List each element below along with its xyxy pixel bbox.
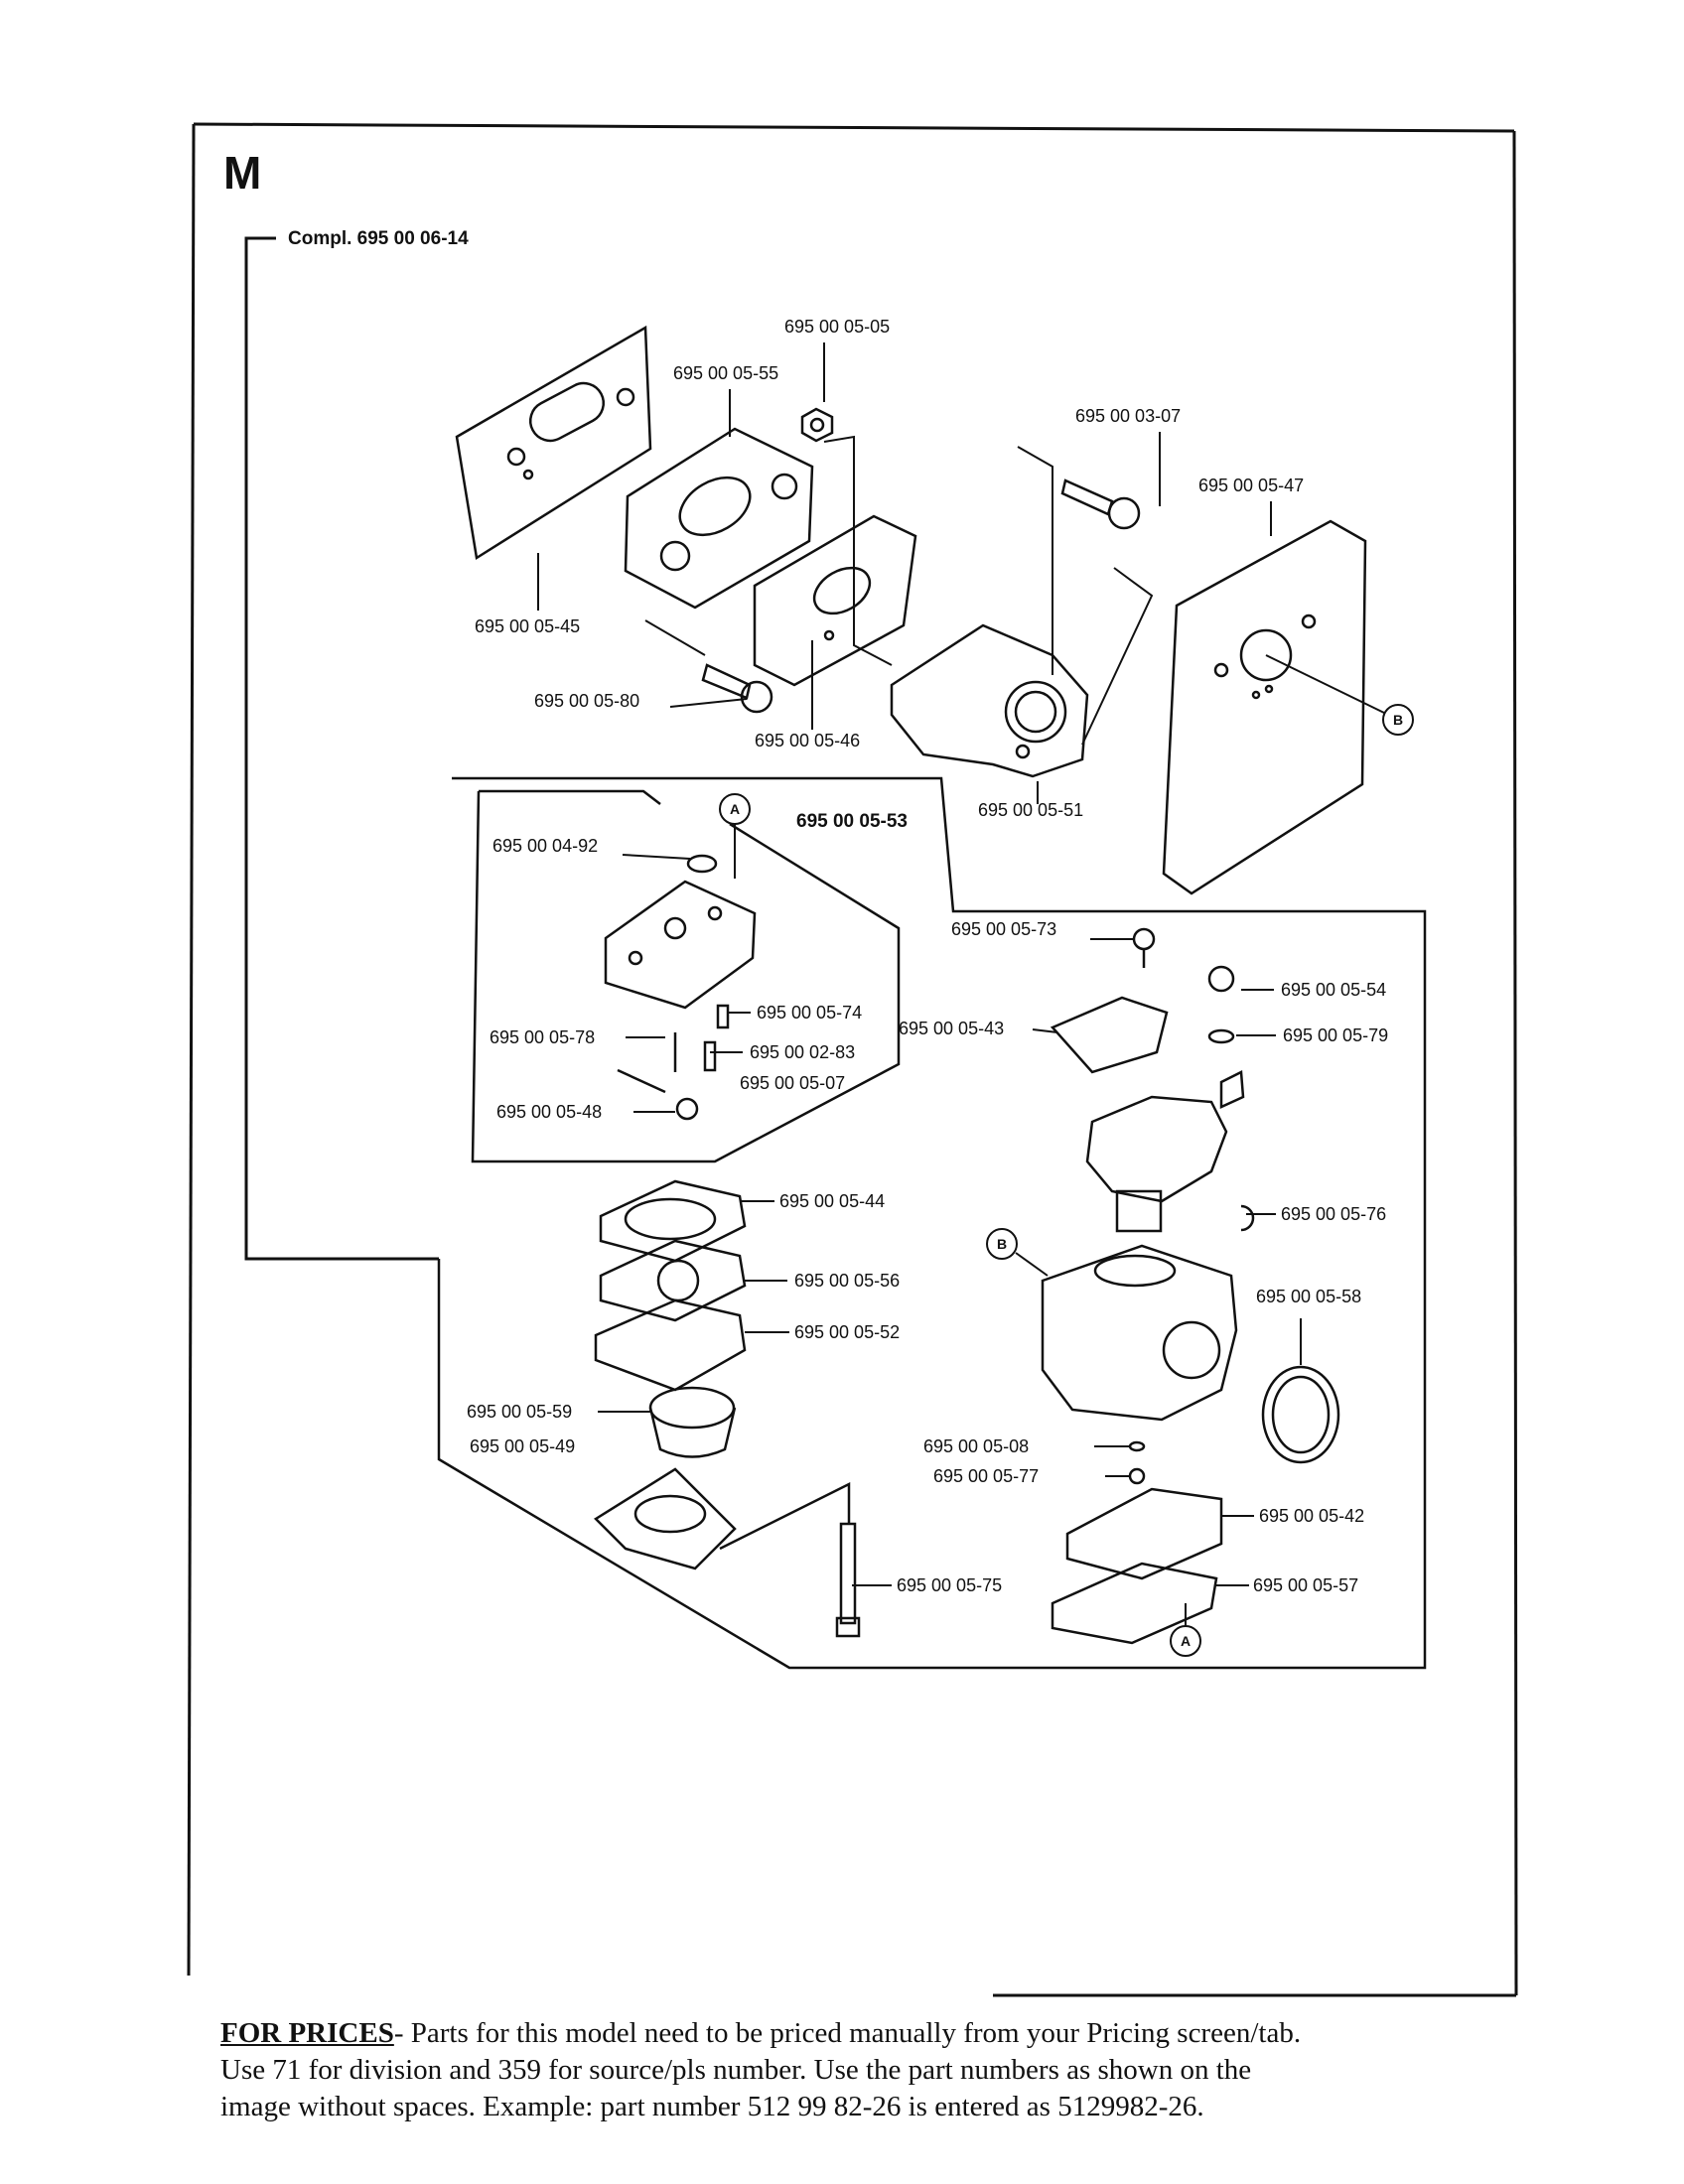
gasket-shape (455, 325, 652, 561)
part-label: 695 00 05-52 (794, 1322, 900, 1342)
carb-frame (437, 776, 1427, 1670)
part-label: 695 00 04-92 (492, 836, 598, 856)
screw-shape (1060, 478, 1141, 530)
kit-label: 695 00 05-53 (796, 811, 908, 832)
screw-shape (701, 663, 773, 714)
pricing-note: FOR PRICES- Parts for this model need to… (220, 2015, 1511, 2125)
part-label: 695 00 05-77 (933, 1466, 1039, 1486)
part-label: 695 00 05-75 (897, 1575, 1002, 1595)
pricing-note-line-1: FOR PRICES- Parts for this model need to… (220, 2017, 1302, 2049)
part-labels: 695 00 05-05 695 00 05-55 695 00 03-07 6… (467, 317, 1388, 1595)
part-label: 695 00 05-43 (899, 1019, 1004, 1038)
part-label: 695 00 05-73 (951, 919, 1056, 939)
page-frame (187, 122, 1518, 1997)
throttle-body-shape (1050, 927, 1255, 1233)
part-label: 695 00 05-58 (1256, 1287, 1361, 1306)
part-label: 695 00 02-83 (750, 1042, 855, 1062)
part-label: 695 00 05-80 (534, 691, 639, 711)
svg-text:B: B (1393, 712, 1403, 728)
section-letter: M (223, 147, 261, 199)
part-label: 695 00 05-08 (923, 1436, 1029, 1456)
part-label: 695 00 05-57 (1253, 1575, 1358, 1595)
leader-lines (537, 342, 1302, 1586)
insulator-shape (890, 623, 1089, 778)
pricing-note-line-3: image without spaces. Example: part numb… (220, 2091, 1204, 2122)
nut-shape (800, 407, 834, 443)
pump-cover-shape (604, 880, 757, 1010)
part-label: 695 00 03-07 (1075, 406, 1181, 426)
svg-text:A: A (1181, 1633, 1191, 1649)
part-label: 695 00 05-51 (978, 800, 1083, 820)
part-label: 695 00 05-46 (755, 731, 860, 751)
part-label: 695 00 05-47 (1198, 476, 1304, 495)
complete-assembly-bracket (244, 236, 439, 1261)
part-label: 695 00 05-78 (490, 1027, 595, 1047)
callout-a-bottom: A (1170, 1603, 1201, 1657)
part-label: 695 00 05-54 (1281, 980, 1386, 1000)
part-label: 695 00 05-45 (475, 616, 580, 636)
part-label: 695 00 05-07 (740, 1073, 845, 1093)
long-screw-shape (719, 1481, 861, 1638)
part-label: 695 00 05-74 (757, 1003, 862, 1023)
spacer-shape (624, 427, 814, 610)
part-label: 695 00 05-59 (467, 1402, 572, 1422)
part-label: 695 00 05-56 (794, 1271, 900, 1291)
svg-text:B: B (997, 1236, 1007, 1252)
part-label: 695 00 05-49 (470, 1436, 575, 1456)
pricing-note-heading: FOR PRICES (220, 2017, 394, 2049)
kit-box (471, 789, 901, 1163)
part-label: 695 00 05-44 (779, 1191, 885, 1211)
part-label: 695 00 05-55 (673, 363, 778, 383)
carb-body-shape (1041, 1244, 1340, 1464)
diaphragm-stack (594, 1179, 747, 1570)
pricing-note-line-2: Use 71 for division and 359 for source/p… (220, 2054, 1252, 2086)
part-label: 695 00 05-05 (784, 317, 890, 337)
part-label: 695 00 05-48 (496, 1102, 602, 1122)
part-label: 695 00 05-76 (1281, 1204, 1386, 1224)
callout-b-left: B (986, 1228, 1049, 1277)
metering-gaskets (1051, 1487, 1223, 1645)
svg-text:A: A (730, 801, 740, 817)
callout-a-top: A (719, 793, 751, 879)
small-parts (617, 854, 730, 1121)
gasket-shape (753, 514, 917, 687)
jets-shape (1128, 1440, 1146, 1485)
part-label: 695 00 05-79 (1283, 1025, 1388, 1045)
explode-lines (644, 435, 1154, 746)
gasket-shape (1162, 519, 1367, 895)
part-label: 695 00 05-42 (1259, 1506, 1364, 1526)
callout-b-right: B (1265, 654, 1414, 736)
complete-assembly-label: Compl. 695 00 06-14 (288, 228, 469, 249)
